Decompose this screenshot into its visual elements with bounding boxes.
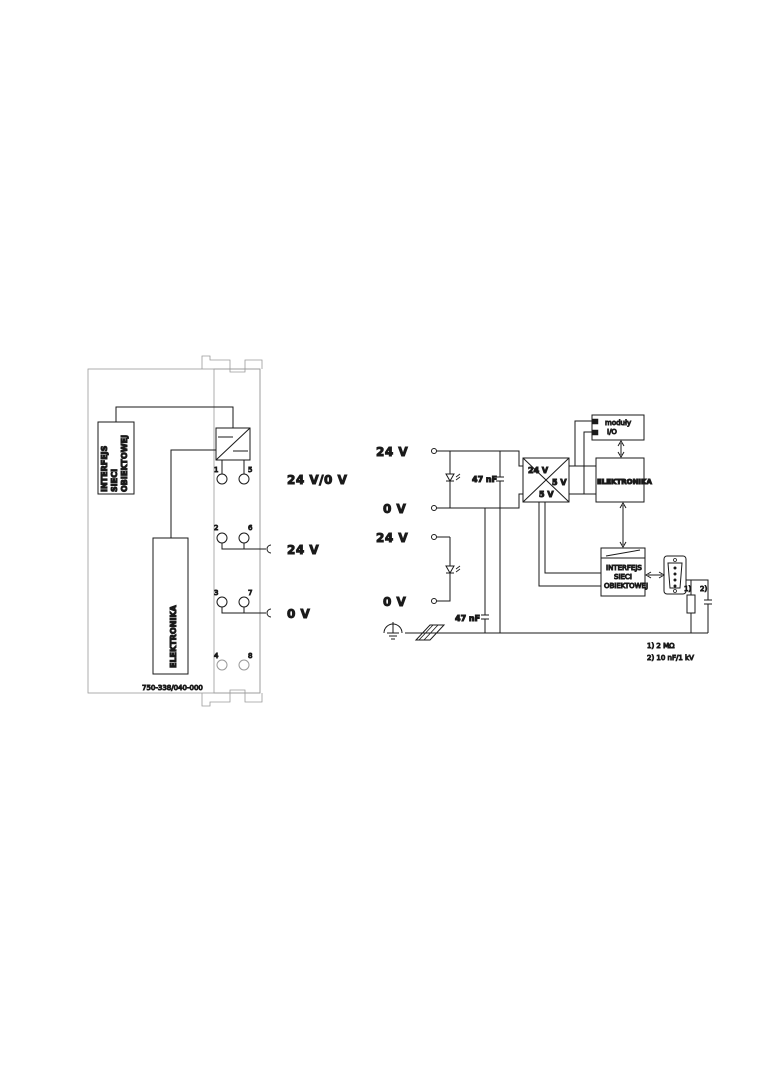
ground-icon (383, 622, 403, 640)
resistor-2mohm (686, 594, 696, 614)
arrow-electronics-interface (619, 502, 627, 548)
terminal-0v-label: 0 V (287, 607, 311, 621)
terminal-1 (216, 473, 228, 485)
terminal-8 (238, 659, 250, 671)
bottom-latch (201, 689, 263, 707)
terminal-4 (216, 659, 228, 671)
fieldbus-interface-line-1: INTERFEJS (100, 445, 109, 492)
io-connector-icon (591, 429, 599, 436)
part-number: 750-338/040-000 (142, 684, 203, 692)
electronics-label: ELEKTRONIKA (169, 604, 178, 668)
input-24v-bottom-label: 24 V (376, 531, 408, 545)
fieldbus-interface-line-1-schematic: INTERFEJS (606, 564, 642, 572)
input-24v-top-label: 24 V (376, 445, 408, 459)
capacitor-top-label: 47 nF (472, 475, 497, 484)
electronics-label-schematic: ELEKTRONIKA (597, 478, 652, 486)
terminal-number-8: 8 (248, 652, 252, 660)
rail-24v-top (437, 450, 523, 467)
io-connector-icon (591, 418, 599, 425)
supply-label: 24 V/0 V (287, 473, 348, 487)
input-terminal-24v-bottom (431, 534, 437, 540)
capacitor-bottom-label: 47 nF (455, 614, 480, 623)
circuit-schematic: 24 V 0 V 24 V 0 V 47 nF (376, 414, 712, 663)
footnote-2: 2) 10 nF/1 kV (647, 654, 694, 662)
terminal-number-3: 3 (214, 589, 218, 597)
terminal-6 (238, 532, 250, 544)
terminal-strip (213, 368, 261, 694)
top-latch (201, 355, 263, 373)
interface-wire (115, 406, 234, 428)
converter-output-label-b: 5 V (539, 490, 554, 499)
dc-dc-converter (522, 457, 570, 503)
terminal-3 (216, 596, 228, 608)
fieldbus-interface-line-2-schematic: SIECI (614, 573, 632, 581)
terminal-number-6: 6 (248, 524, 253, 532)
fieldbus-interface-line-3: OBIEKTOWEJ (120, 435, 129, 492)
input-terminal-0v-bottom (431, 598, 437, 604)
input-terminal-0v-top (431, 505, 437, 511)
terminal-number-5: 5 (248, 466, 252, 474)
electronics-box-schematic (595, 457, 645, 503)
din-rail-icon (414, 624, 446, 641)
terminal-24v-connector (266, 544, 272, 554)
marker-1-label: 1) (684, 585, 691, 593)
io-modules-label-line-2: I/O (607, 428, 617, 436)
terminal-number-4: 4 (214, 652, 219, 660)
terminal-0v-connector (266, 608, 272, 618)
footnote-1: 1) 2 MΩ (647, 642, 675, 650)
marker-2-label: 2) (700, 585, 707, 593)
fieldbus-interface-line-2: SIECI (110, 469, 119, 492)
led-top (445, 473, 455, 483)
terminal-number-1: 1 (214, 466, 218, 474)
terminal-number-2: 2 (214, 524, 218, 532)
led-bottom (445, 565, 455, 575)
input-terminal-24v-top (431, 448, 437, 454)
terminal-number-7: 7 (248, 589, 252, 597)
input-0v-bottom-label: 0 V (383, 595, 407, 609)
arrow-io-electronics (617, 440, 625, 458)
module-front-view: INTERFEJS SIECI OBIEKTOWEJ ELEKTRONIKA 1… (87, 355, 348, 707)
converter-output-label-a: 5 V (552, 478, 567, 487)
electronics-wire (170, 449, 216, 538)
io-modules-label-line-1: moduły (605, 419, 631, 427)
fieldbus-interface-line-3-schematic: OBIEKTOWEJ (604, 582, 648, 590)
terminal-24v-label: 24 V (287, 543, 319, 557)
db9-connector-icon (663, 555, 687, 595)
terminal-7 (238, 596, 250, 608)
terminal-2 (216, 532, 228, 544)
arrow-interface-connector (645, 571, 665, 579)
io-modules-box (591, 414, 645, 441)
input-0v-top-label: 0 V (383, 502, 407, 516)
rail-0v-top (437, 493, 523, 509)
terminal-5 (238, 473, 250, 485)
converter-input-label: 24 V (528, 466, 549, 475)
